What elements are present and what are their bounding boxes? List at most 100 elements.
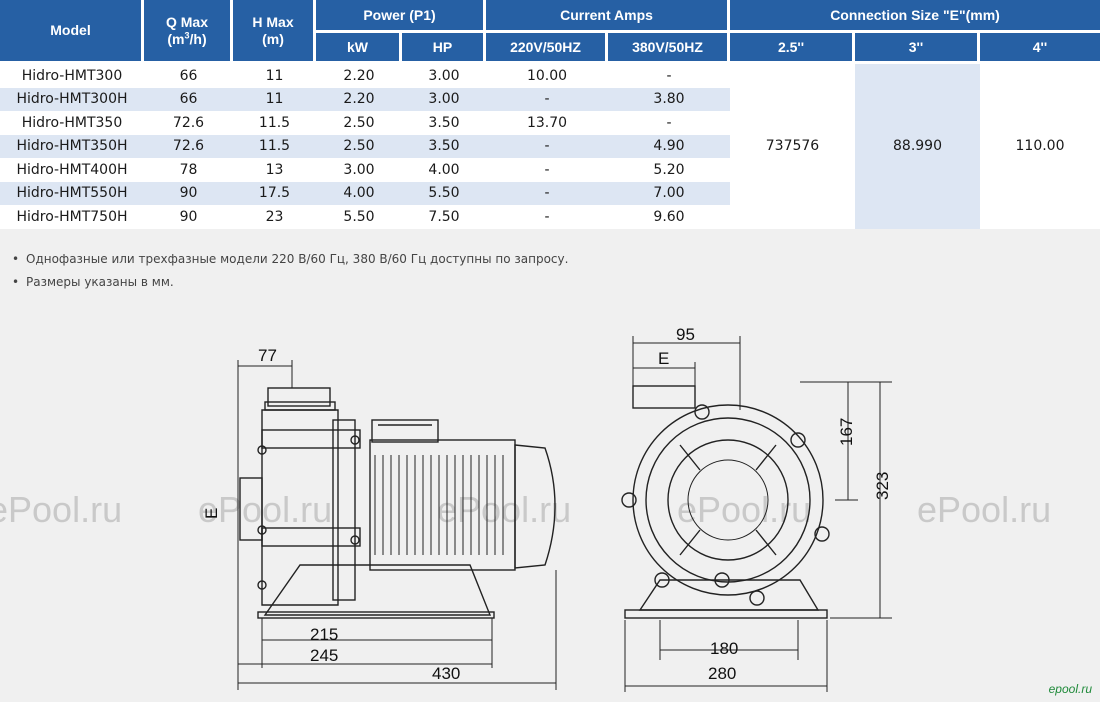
dim-430: 430 (432, 664, 460, 683)
watermark: ePool.ru (917, 489, 1051, 530)
note-item: •Размеры указаны в мм. (12, 275, 174, 289)
notes: •Однофазные или трехфазные модели 220 В/… (12, 252, 568, 298)
cell-conn-3: 88.990 (855, 64, 980, 229)
watermarks: ePool.ru ePool.ru ePool.ru ePool.ru ePoo… (0, 489, 1051, 530)
site-logo: epool.ru (1048, 682, 1092, 696)
note-item: •Однофазные или трехфазные модели 220 В/… (12, 252, 569, 266)
header-hmax: H Max(m) (233, 0, 316, 64)
cell-kw: 2.50 (316, 134, 402, 158)
pump-front-view (621, 385, 830, 619)
header-model: Model (0, 0, 144, 64)
cell-a220: 10.00 (486, 64, 608, 88)
front-view-dimensions (624, 336, 892, 692)
cell-hp: 4.00 (402, 158, 486, 182)
cell-model: Hidro-HMT350H (0, 134, 144, 158)
cell-kw: 2.20 (316, 87, 402, 111)
cell-conn-2-5: 737576 (730, 64, 855, 229)
table-row: Hidro-HMT300 66 11 2.20 3.00 10.00 - 737… (0, 64, 1100, 229)
cell-h: 11.5 (233, 111, 316, 135)
table-row: Hidro-HMT400H 78 13 3.00 4.00 - 5.20 (0, 158, 1100, 182)
cell-hp: 7.50 (402, 205, 486, 229)
cell-h: 11.5 (233, 134, 316, 158)
cell-hp: 3.50 (402, 111, 486, 135)
header-380v: 380V/50HZ (608, 33, 730, 64)
cell-model: Hidro-HMT300H (0, 87, 144, 111)
dim-245: 245 (310, 646, 338, 665)
dim-77: 77 (258, 346, 277, 365)
bullet: • (12, 275, 20, 289)
watermark: ePool.ru (0, 489, 122, 530)
cell-q: 72.6 (144, 134, 233, 158)
header-conn-4: 4'' (980, 33, 1100, 64)
watermark: ePool.ru (677, 489, 811, 530)
cell-h: 11 (233, 64, 316, 88)
cell-hp: 3.00 (402, 64, 486, 88)
dim-e-side: E (202, 508, 221, 519)
watermark: ePool.ru (198, 489, 332, 530)
cell-hp: 3.50 (402, 134, 486, 158)
header-hp: HP (402, 33, 486, 64)
table-row: Hidro-HMT300H 66 11 2.20 3.00 - 3.80 (0, 87, 1100, 111)
header-connection-size: Connection Size "E"(mm) (730, 0, 1100, 33)
technical-drawing: ePool.ru ePool.ru ePool.ru ePool.ru ePoo… (0, 325, 1051, 692)
cell-a380: 3.80 (608, 87, 730, 111)
cell-kw: 2.20 (316, 64, 402, 88)
header-power: Power (P1) (316, 0, 486, 33)
cell-a220: - (486, 158, 608, 182)
cell-hp: 3.00 (402, 87, 486, 111)
cell-model: Hidro-HMT550H (0, 181, 144, 205)
table-row: Hidro-HMT550H 90 17.5 4.00 5.50 - 7.00 (0, 181, 1100, 205)
cell-a220: - (486, 181, 608, 205)
watermark: ePool.ru (437, 489, 571, 530)
side-view-dimensions (237, 360, 557, 690)
cell-a220: 13.70 (486, 111, 608, 135)
cell-kw: 5.50 (316, 205, 402, 229)
cell-q: 90 (144, 181, 233, 205)
cell-kw: 2.50 (316, 111, 402, 135)
cell-a380: 4.90 (608, 134, 730, 158)
cell-q: 78 (144, 158, 233, 182)
dim-95: 95 (676, 325, 695, 344)
header-conn-3: 3'' (855, 33, 980, 64)
cell-a220: - (486, 134, 608, 158)
cell-h: 23 (233, 205, 316, 229)
dim-280: 280 (708, 664, 736, 683)
cell-q: 72.6 (144, 111, 233, 135)
cell-a380: - (608, 64, 730, 88)
header-220v: 220V/50HZ (486, 33, 608, 64)
cell-model: Hidro-HMT350 (0, 111, 144, 135)
cell-h: 17.5 (233, 181, 316, 205)
cell-model: Hidro-HMT400H (0, 158, 144, 182)
cell-a220: - (486, 87, 608, 111)
header-qmax: Q Max(m3/h) (144, 0, 233, 64)
pump-side-view (239, 387, 556, 619)
table-row: Hidro-HMT350 72.6 11.5 2.50 3.50 13.70 - (0, 111, 1100, 135)
cell-a380: 5.20 (608, 158, 730, 182)
header-current-amps: Current Amps (486, 0, 730, 33)
table-row: Hidro-HMT350H 72.6 11.5 2.50 3.50 - 4.90 (0, 134, 1100, 158)
dim-215: 215 (310, 625, 338, 644)
dim-180: 180 (710, 639, 738, 658)
cell-kw: 3.00 (316, 158, 402, 182)
cell-conn-4: 110.00 (980, 64, 1100, 229)
header-kw: kW (316, 33, 402, 64)
cell-a380: 9.60 (608, 205, 730, 229)
cell-q: 90 (144, 205, 233, 229)
bullet: • (12, 252, 20, 266)
cell-a380: 7.00 (608, 181, 730, 205)
cell-h: 11 (233, 87, 316, 111)
table-row: Hidro-HMT750H 90 23 5.50 7.50 - 9.60 (0, 205, 1100, 229)
dim-167: 167 (837, 418, 856, 446)
specs-table: Model Q Max(m3/h) H Max(m) Power (P1) Cu… (0, 0, 1100, 229)
cell-a220: - (486, 205, 608, 229)
cell-q: 66 (144, 87, 233, 111)
cell-a380: - (608, 111, 730, 135)
dim-323: 323 (873, 472, 892, 500)
cell-h: 13 (233, 158, 316, 182)
cell-q: 66 (144, 64, 233, 88)
cell-kw: 4.00 (316, 181, 402, 205)
dim-e-front: E (658, 349, 669, 368)
cell-model: Hidro-HMT300 (0, 64, 144, 88)
header-conn-2-5: 2.5'' (730, 33, 855, 64)
cell-model: Hidro-HMT750H (0, 205, 144, 229)
